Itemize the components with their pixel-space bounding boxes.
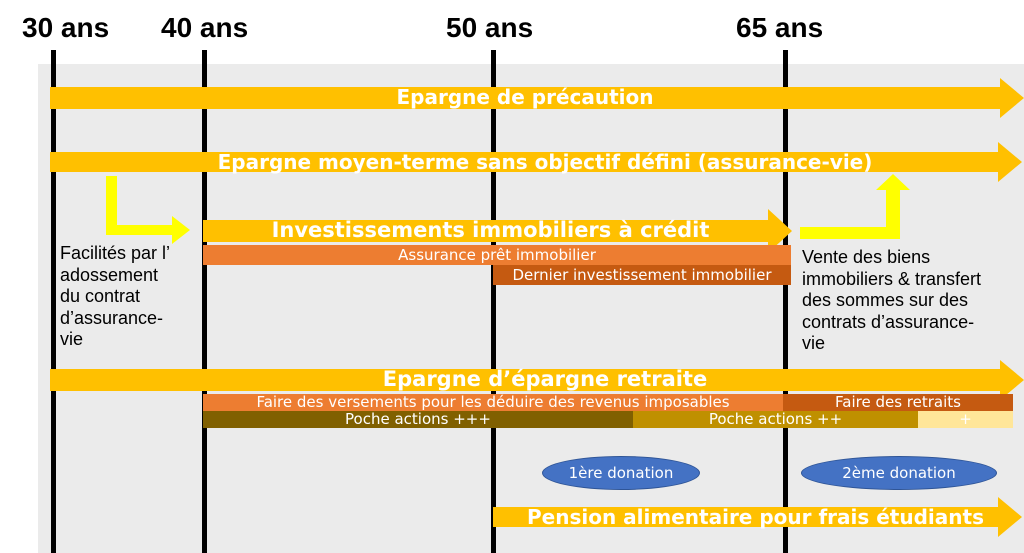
age-label-30: 30 ans <box>22 12 110 43</box>
versements-bar: Faire des versements pour les déduire de… <box>203 394 783 411</box>
retraite-arrow <box>50 360 1024 400</box>
dernier-investissement-bar: Dernier investissement immobilier <box>493 265 791 285</box>
age-label-40: 40 ans <box>161 12 249 43</box>
moyen-terme-arrow <box>50 142 1022 182</box>
age-label-50: 50 ans <box>446 12 534 43</box>
left-note-line: d’assurance- <box>60 307 164 328</box>
age-marker-30 <box>51 50 56 553</box>
immobilier-arrow <box>203 209 792 253</box>
poche-actions-2-bar: Poche actions ++ <box>633 411 918 428</box>
moyen-terme-label: Epargne moyen-terme sans objectif défini… <box>217 150 873 174</box>
donation-2-oval: 2ème donation <box>801 456 997 490</box>
left-note-line: du contrat <box>60 286 141 306</box>
connector-right-arrow <box>800 174 910 239</box>
pension-arrow <box>493 497 1022 537</box>
right-note-line: vie <box>802 333 826 353</box>
pension-label: Pension alimentaire pour frais étudiants <box>527 505 984 529</box>
age-label-65: 65 ans <box>736 12 824 43</box>
retraite-label: Epargne d’épargne retraite <box>382 367 708 391</box>
assurance-pret-bar: Assurance prêt immobilier <box>203 245 791 265</box>
poche-actions-1-bar: Poche actions +++ <box>203 411 633 428</box>
retraits-bar: Faire des retraits <box>783 394 1013 411</box>
precaution-label: Epargne de précaution <box>396 85 654 109</box>
immobilier-label: Investissements immobiliers à crédit <box>271 218 710 242</box>
connector-left-arrow <box>106 176 190 244</box>
donation-1-oval: 1ère donation <box>542 456 700 490</box>
left-note-line: vie <box>60 329 84 349</box>
left-note-line: Facilités par l’ <box>60 243 171 263</box>
right-note-line: contrats d’assurance- <box>802 311 975 332</box>
right-note-line: Vente des biens <box>802 247 931 267</box>
right-note-line: immobiliers & transfert <box>802 268 982 289</box>
age-marker-50 <box>491 50 496 553</box>
left-note: Facilités par l’ adossement du contrat d… <box>60 243 200 351</box>
age-marker-65 <box>783 50 788 553</box>
right-note: Vente des biens immobiliers & transfert … <box>802 247 1012 355</box>
poche-actions-3-bar: + <box>918 411 1013 428</box>
precaution-arrow <box>50 78 1024 118</box>
age-marker-40 <box>202 50 207 553</box>
right-note-line: des sommes sur des <box>802 290 969 310</box>
left-note-line: adossement <box>60 264 159 285</box>
